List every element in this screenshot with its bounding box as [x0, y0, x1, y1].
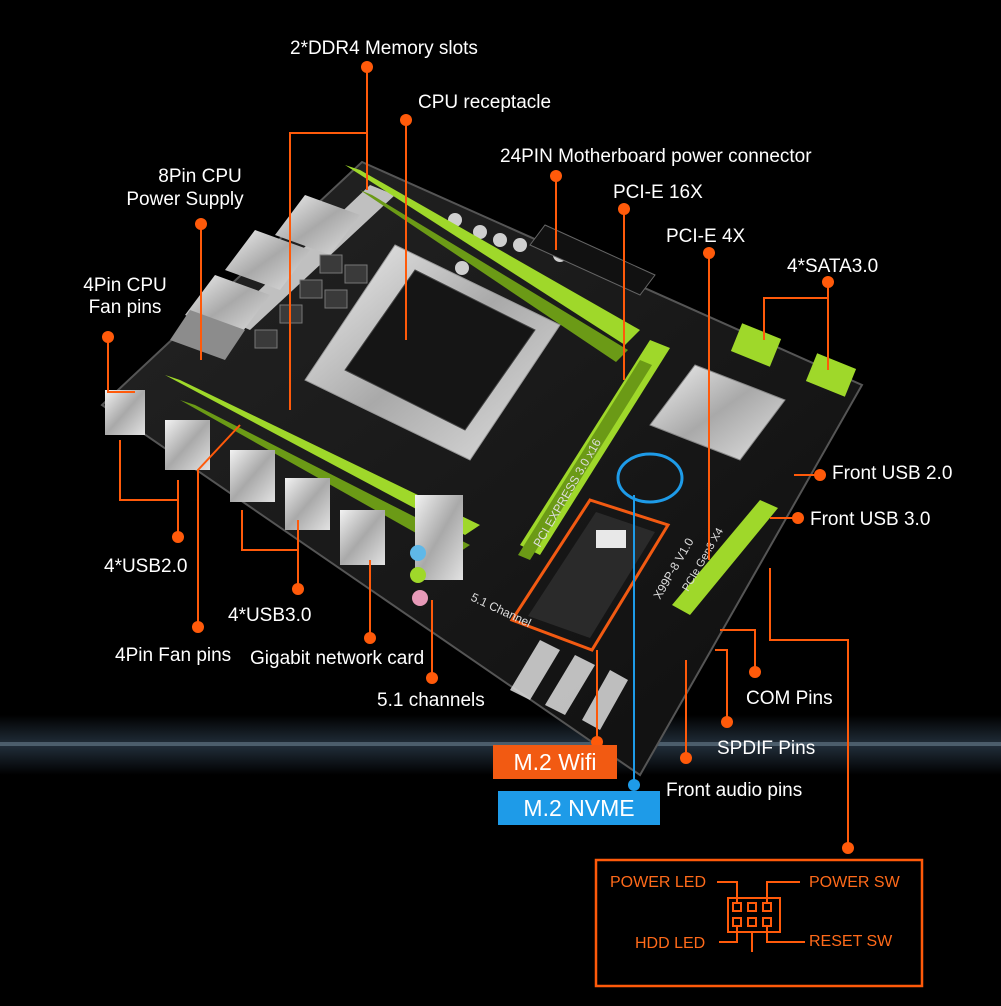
- nvme-callout-dot: [628, 779, 640, 791]
- label-cpu-socket: CPU receptacle: [418, 92, 552, 113]
- pcb-stripe: [510, 640, 560, 700]
- sata-ports: [730, 323, 857, 397]
- label-pcie4: PCI-E 4X: [666, 226, 746, 247]
- label-cpu-fan-line1: 4Pin CPU: [83, 275, 167, 296]
- callout-lines: [107, 67, 849, 848]
- panel-hdd-led: HDD LED: [635, 935, 706, 952]
- pcb-stripe: [545, 655, 595, 715]
- label-ddr4: 2*DDR4 Memory slots: [290, 38, 478, 59]
- label-sata: 4*SATA3.0: [787, 256, 879, 277]
- cpu-socket: [304, 244, 561, 461]
- label-5-1-channels: 5.1 channels: [377, 690, 485, 711]
- vrm-chokes: [254, 254, 368, 349]
- chipset-heatsink: [649, 364, 786, 461]
- vrm-heatsinks: [170, 195, 360, 360]
- front-panel-box: [594, 858, 924, 988]
- front-panel-header-pins: [717, 881, 805, 952]
- label-com-pins: COM Pins: [746, 688, 833, 709]
- panel-reset-sw: RESET SW: [809, 933, 893, 950]
- label-8pin-cpu-line2: Power Supply: [126, 189, 244, 210]
- m2-nvme-slot: [616, 452, 684, 504]
- label-front-usb2: Front USB 2.0: [832, 463, 953, 484]
- pcb-board: [100, 160, 864, 777]
- label-24pin: 24PIN Motherboard power connector: [500, 146, 812, 167]
- rear-io: [105, 390, 463, 606]
- ddr4-slots: [165, 165, 640, 555]
- panel-power-led: POWER LED: [610, 874, 707, 891]
- pcie-slots: [518, 340, 778, 615]
- panel-power-sw: POWER SW: [809, 874, 900, 891]
- label-usb3: 4*USB3.0: [228, 605, 312, 626]
- label-spdif-pins: SPDIF Pins: [717, 738, 816, 759]
- label-4pin-fan: 4Pin Fan pins: [115, 645, 232, 666]
- callout-dots: [102, 61, 854, 854]
- label-gigabit-lan: Gigabit network card: [250, 648, 425, 669]
- floor-highlight: [0, 742, 1001, 746]
- pcb-stripe: [582, 670, 628, 730]
- label-cpu-fan-line2: Fan pins: [88, 297, 162, 318]
- label-front-audio: Front audio pins: [666, 780, 803, 801]
- m2-wifi-badge: M.2 Wifi: [493, 745, 617, 779]
- m2-nvme-badge: M.2 NVME: [498, 791, 660, 825]
- label-usb2: 4*USB2.0: [104, 556, 188, 577]
- label-8pin-cpu-line1: 8Pin CPU: [158, 166, 242, 187]
- label-pcie16: PCI-E 16X: [613, 182, 703, 203]
- label-front-usb3: Front USB 3.0: [810, 509, 931, 530]
- m2-wifi-slot: [509, 498, 671, 652]
